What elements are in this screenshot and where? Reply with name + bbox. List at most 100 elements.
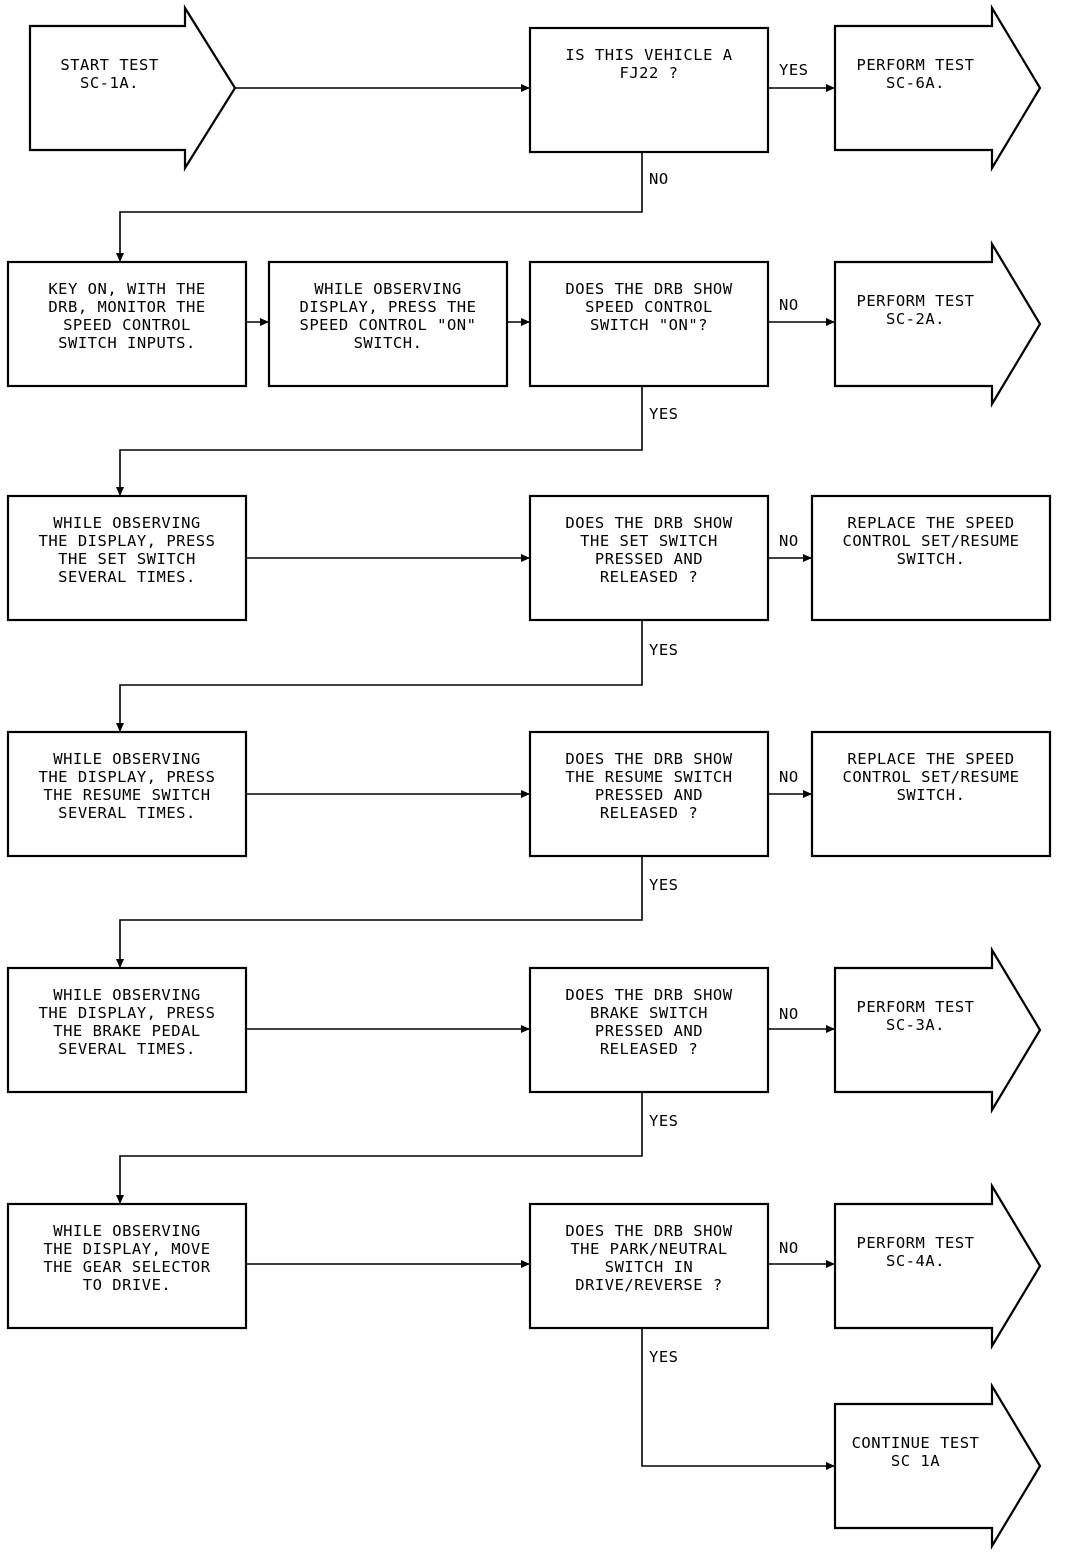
edge-press_resume-to-q_resume: [246, 790, 530, 798]
process-box: [267, 260, 509, 388]
node-text-line: PERFORM TEST: [857, 1234, 975, 1252]
arrowhead: [521, 1260, 530, 1268]
edge-label-no: NO: [649, 170, 669, 188]
edge-label-no: NO: [779, 296, 799, 314]
arrowhead: [803, 790, 812, 798]
process-box: [528, 966, 770, 1094]
node-text-line: SWITCH.: [897, 550, 966, 568]
edge-press_set-to-q_set: [246, 554, 530, 562]
arrowhead: [826, 318, 835, 326]
arrowhead: [826, 1260, 835, 1268]
arrowhead: [116, 723, 124, 732]
node-text-line: THE GEAR SELECTOR: [43, 1258, 210, 1276]
arrowhead: [116, 1195, 124, 1204]
arrowhead: [116, 253, 124, 262]
node-text-line: SEVERAL TIMES.: [58, 568, 196, 586]
node-text-line: PRESSED AND: [595, 786, 703, 804]
process-box: [528, 26, 770, 154]
process-box: [528, 1202, 770, 1330]
arrowhead: [116, 959, 124, 968]
node-text-line: THE DISPLAY, MOVE: [43, 1240, 210, 1258]
node-text-line: THE DISPLAY, PRESS: [39, 768, 216, 786]
node-text-line: PERFORM TEST: [857, 292, 975, 310]
edge-key_on-to-press_on: [246, 318, 269, 326]
edge-q_park-to-perform_sc4a: [768, 1260, 835, 1268]
node-text-line: FJ22 ?: [620, 64, 679, 82]
edge-press_on-to-q_on: [507, 318, 530, 326]
node-text-line: SWITCH INPUTS.: [58, 334, 196, 352]
connectors: [116, 84, 835, 1470]
arrowhead: [521, 84, 530, 92]
node-text-line: SWITCH.: [897, 786, 966, 804]
node-text-line: SWITCH IN: [605, 1258, 694, 1276]
node-text-line: THE RESUME SWITCH: [43, 786, 210, 804]
node-text-line: SC-1A.: [80, 74, 139, 92]
node-text-line: WHILE OBSERVING: [53, 514, 200, 532]
connector-line: [119, 386, 643, 496]
connector-line: [119, 620, 643, 732]
node-text-line: SC 1A: [891, 1452, 940, 1470]
node-text-line: SWITCH "ON"?: [590, 316, 708, 334]
edge-label-yes: YES: [649, 641, 679, 659]
arrowhead: [521, 318, 530, 326]
arrow-shape: [833, 1182, 1042, 1350]
node-text-line: DRIVE/REVERSE ?: [575, 1276, 722, 1294]
process-box: [528, 260, 770, 388]
node-text-line: REPLACE THE SPEED: [847, 514, 1014, 532]
edge-label-yes: YES: [649, 1112, 679, 1130]
process-box: [810, 494, 1052, 622]
connector-line: [119, 1092, 643, 1204]
edge-start-to-q_fj22: [235, 84, 530, 92]
node-text-line: THE BRAKE PEDAL: [53, 1022, 200, 1040]
process-box: [6, 494, 248, 622]
node-text-line: REPLACE THE SPEED: [847, 750, 1014, 768]
node-text-line: DOES THE DRB SHOW: [565, 1222, 732, 1240]
node-text-line: WHILE OBSERVING: [53, 986, 200, 1004]
node-text-line: THE DISPLAY, PRESS: [39, 1004, 216, 1022]
arrowhead: [521, 790, 530, 798]
node-text-line: SC-4A.: [886, 1252, 945, 1270]
node-text-line: DRB, MONITOR THE: [48, 298, 205, 316]
edge-q_resume-to-press_brake: [116, 856, 643, 968]
process-box: [6, 260, 248, 388]
node-text-line: SPEED CONTROL: [63, 316, 191, 334]
arrowhead: [521, 554, 530, 562]
connector-line: [641, 1328, 835, 1467]
edge-q_on-to-press_set: [116, 386, 643, 496]
edge-label-no: NO: [779, 768, 799, 786]
arrowhead: [521, 1025, 530, 1033]
node-text-line: SC-6A.: [886, 74, 945, 92]
node-text-line: SPEED CONTROL "ON": [300, 316, 477, 334]
node-text-line: THE RESUME SWITCH: [565, 768, 732, 786]
edge-q_set-to-replace_1: [768, 554, 812, 562]
edge-label-yes: YES: [649, 876, 679, 894]
edge-press_brake-to-q_brake: [246, 1025, 530, 1033]
arrowhead: [826, 1025, 835, 1033]
node-text-line: DOES THE DRB SHOW: [565, 750, 732, 768]
edge-label-yes: YES: [779, 61, 809, 79]
connector-line: [119, 152, 643, 262]
node-text-line: CONTROL SET/RESUME: [843, 768, 1020, 786]
arrowhead: [260, 318, 269, 326]
node-text-line: SEVERAL TIMES.: [58, 1040, 196, 1058]
node-text-line: WHILE OBSERVING: [53, 1222, 200, 1240]
node-text-line: SPEED CONTROL: [585, 298, 713, 316]
node-text-line: IS THIS VEHICLE A: [565, 46, 732, 64]
edge-q_brake-to-move_gear: [116, 1092, 643, 1204]
edge-label-yes: YES: [649, 1348, 679, 1366]
node-text-line: RELEASED ?: [600, 1040, 698, 1058]
node-text-line: RELEASED ?: [600, 804, 698, 822]
